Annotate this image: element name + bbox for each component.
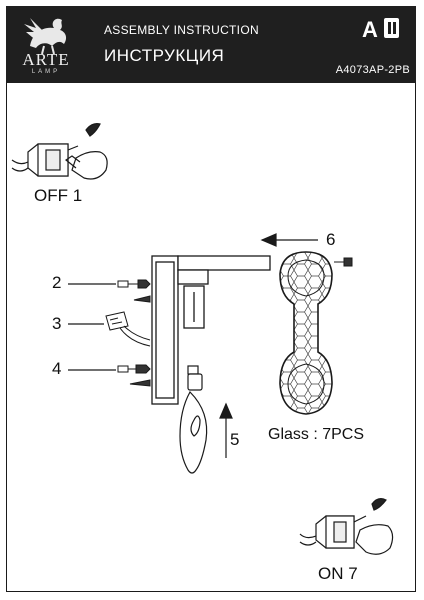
- wall-plate: [151, 255, 179, 405]
- callout-6: 6: [326, 230, 336, 249]
- callout-2: 2: [52, 273, 62, 292]
- candle-bulb: [179, 365, 208, 474]
- leader-lines: [68, 233, 318, 458]
- glass-count-label: Glass : 7PCS: [268, 426, 365, 443]
- screw-set-upper: [117, 279, 151, 303]
- model-number: A4073AP-2PB: [335, 64, 410, 76]
- title-russian: ИНСТРУКЦИЯ: [104, 46, 225, 65]
- callout-3: 3: [52, 314, 62, 333]
- switch-on-icon: [299, 498, 394, 555]
- griffin-logo-icon: [24, 18, 67, 55]
- title-english: ASSEMBLY INSTRUCTION: [104, 23, 259, 37]
- header-bar: [6, 6, 416, 83]
- switch-off-icon: [11, 123, 108, 180]
- lamp-arm: [177, 255, 271, 329]
- brand-subtitle: LAMP: [31, 69, 61, 75]
- finial-screw: [334, 257, 353, 267]
- callout-5: 5: [230, 430, 240, 449]
- screw-set-lower: [117, 364, 151, 387]
- brand-name: ARTE: [22, 50, 70, 69]
- step-on-label: ON 7: [318, 564, 358, 583]
- hex-glass-shade: [279, 251, 333, 415]
- terminal-block: [105, 311, 151, 347]
- callout-4: 4: [52, 359, 62, 378]
- a-mark-letter: A: [362, 17, 378, 41]
- a-document-icon: A: [362, 17, 399, 41]
- step-off-label: OFF 1: [34, 186, 83, 205]
